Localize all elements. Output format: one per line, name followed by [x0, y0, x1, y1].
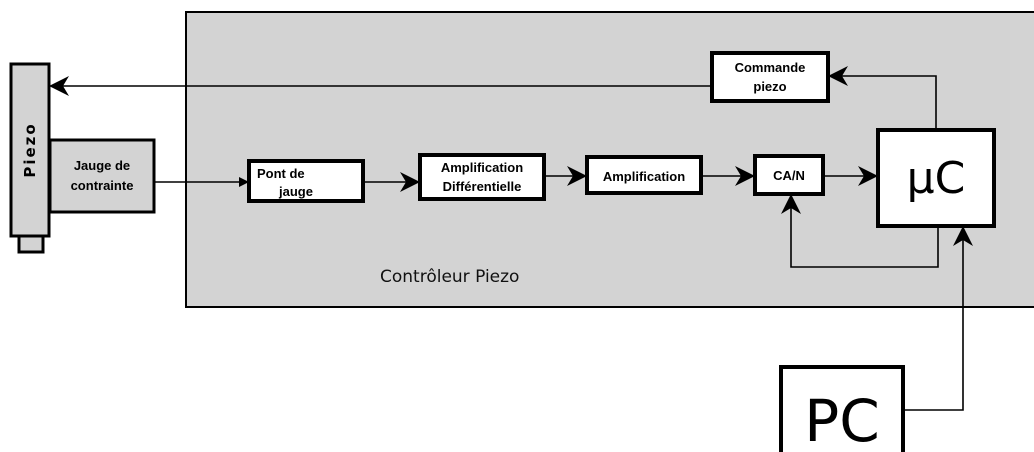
- differential-amplification-label-2: Différentielle: [443, 179, 522, 194]
- piezo-label: Piezo: [21, 122, 39, 177]
- piezo-command-label-1: Commande: [735, 60, 806, 75]
- arrow-mcu-to-command: [828, 66, 937, 128]
- strain-gauge-label-2: contrainte: [71, 178, 134, 193]
- adc-block: CA/N: [753, 154, 825, 196]
- pc-label: PC: [804, 387, 879, 452]
- strain-gauge-label-1: Jauge de: [74, 158, 130, 173]
- controller-label: Contrôleur Piezo: [380, 267, 519, 287]
- arrow-pc-to-mcu: [903, 226, 973, 411]
- adc-label: CA/N: [773, 168, 805, 183]
- microcontroller-label: µC: [907, 153, 966, 204]
- piezo-actuator: Piezo: [9, 62, 51, 254]
- piezo-command-block: Commande piezo: [710, 51, 830, 103]
- differential-amplification-block: Amplification Différentielle: [418, 153, 546, 201]
- microcontroller-block: µC: [876, 128, 996, 228]
- arrow-mcu-to-adc-feedback: [781, 194, 939, 268]
- differential-amplification-label-1: Amplification: [441, 160, 523, 175]
- piezo-command-label-2: piezo: [753, 79, 786, 94]
- bridge-label-2: jauge: [278, 184, 313, 199]
- strain-gauge-block: Jauge de contrainte: [48, 138, 156, 214]
- amplification-label: Amplification: [603, 169, 685, 184]
- bridge-label-1: Pont de: [257, 166, 305, 181]
- bridge-block: Pont de jauge: [247, 159, 365, 203]
- pc-block: PC: [779, 365, 905, 452]
- amplification-block: Amplification: [585, 155, 703, 195]
